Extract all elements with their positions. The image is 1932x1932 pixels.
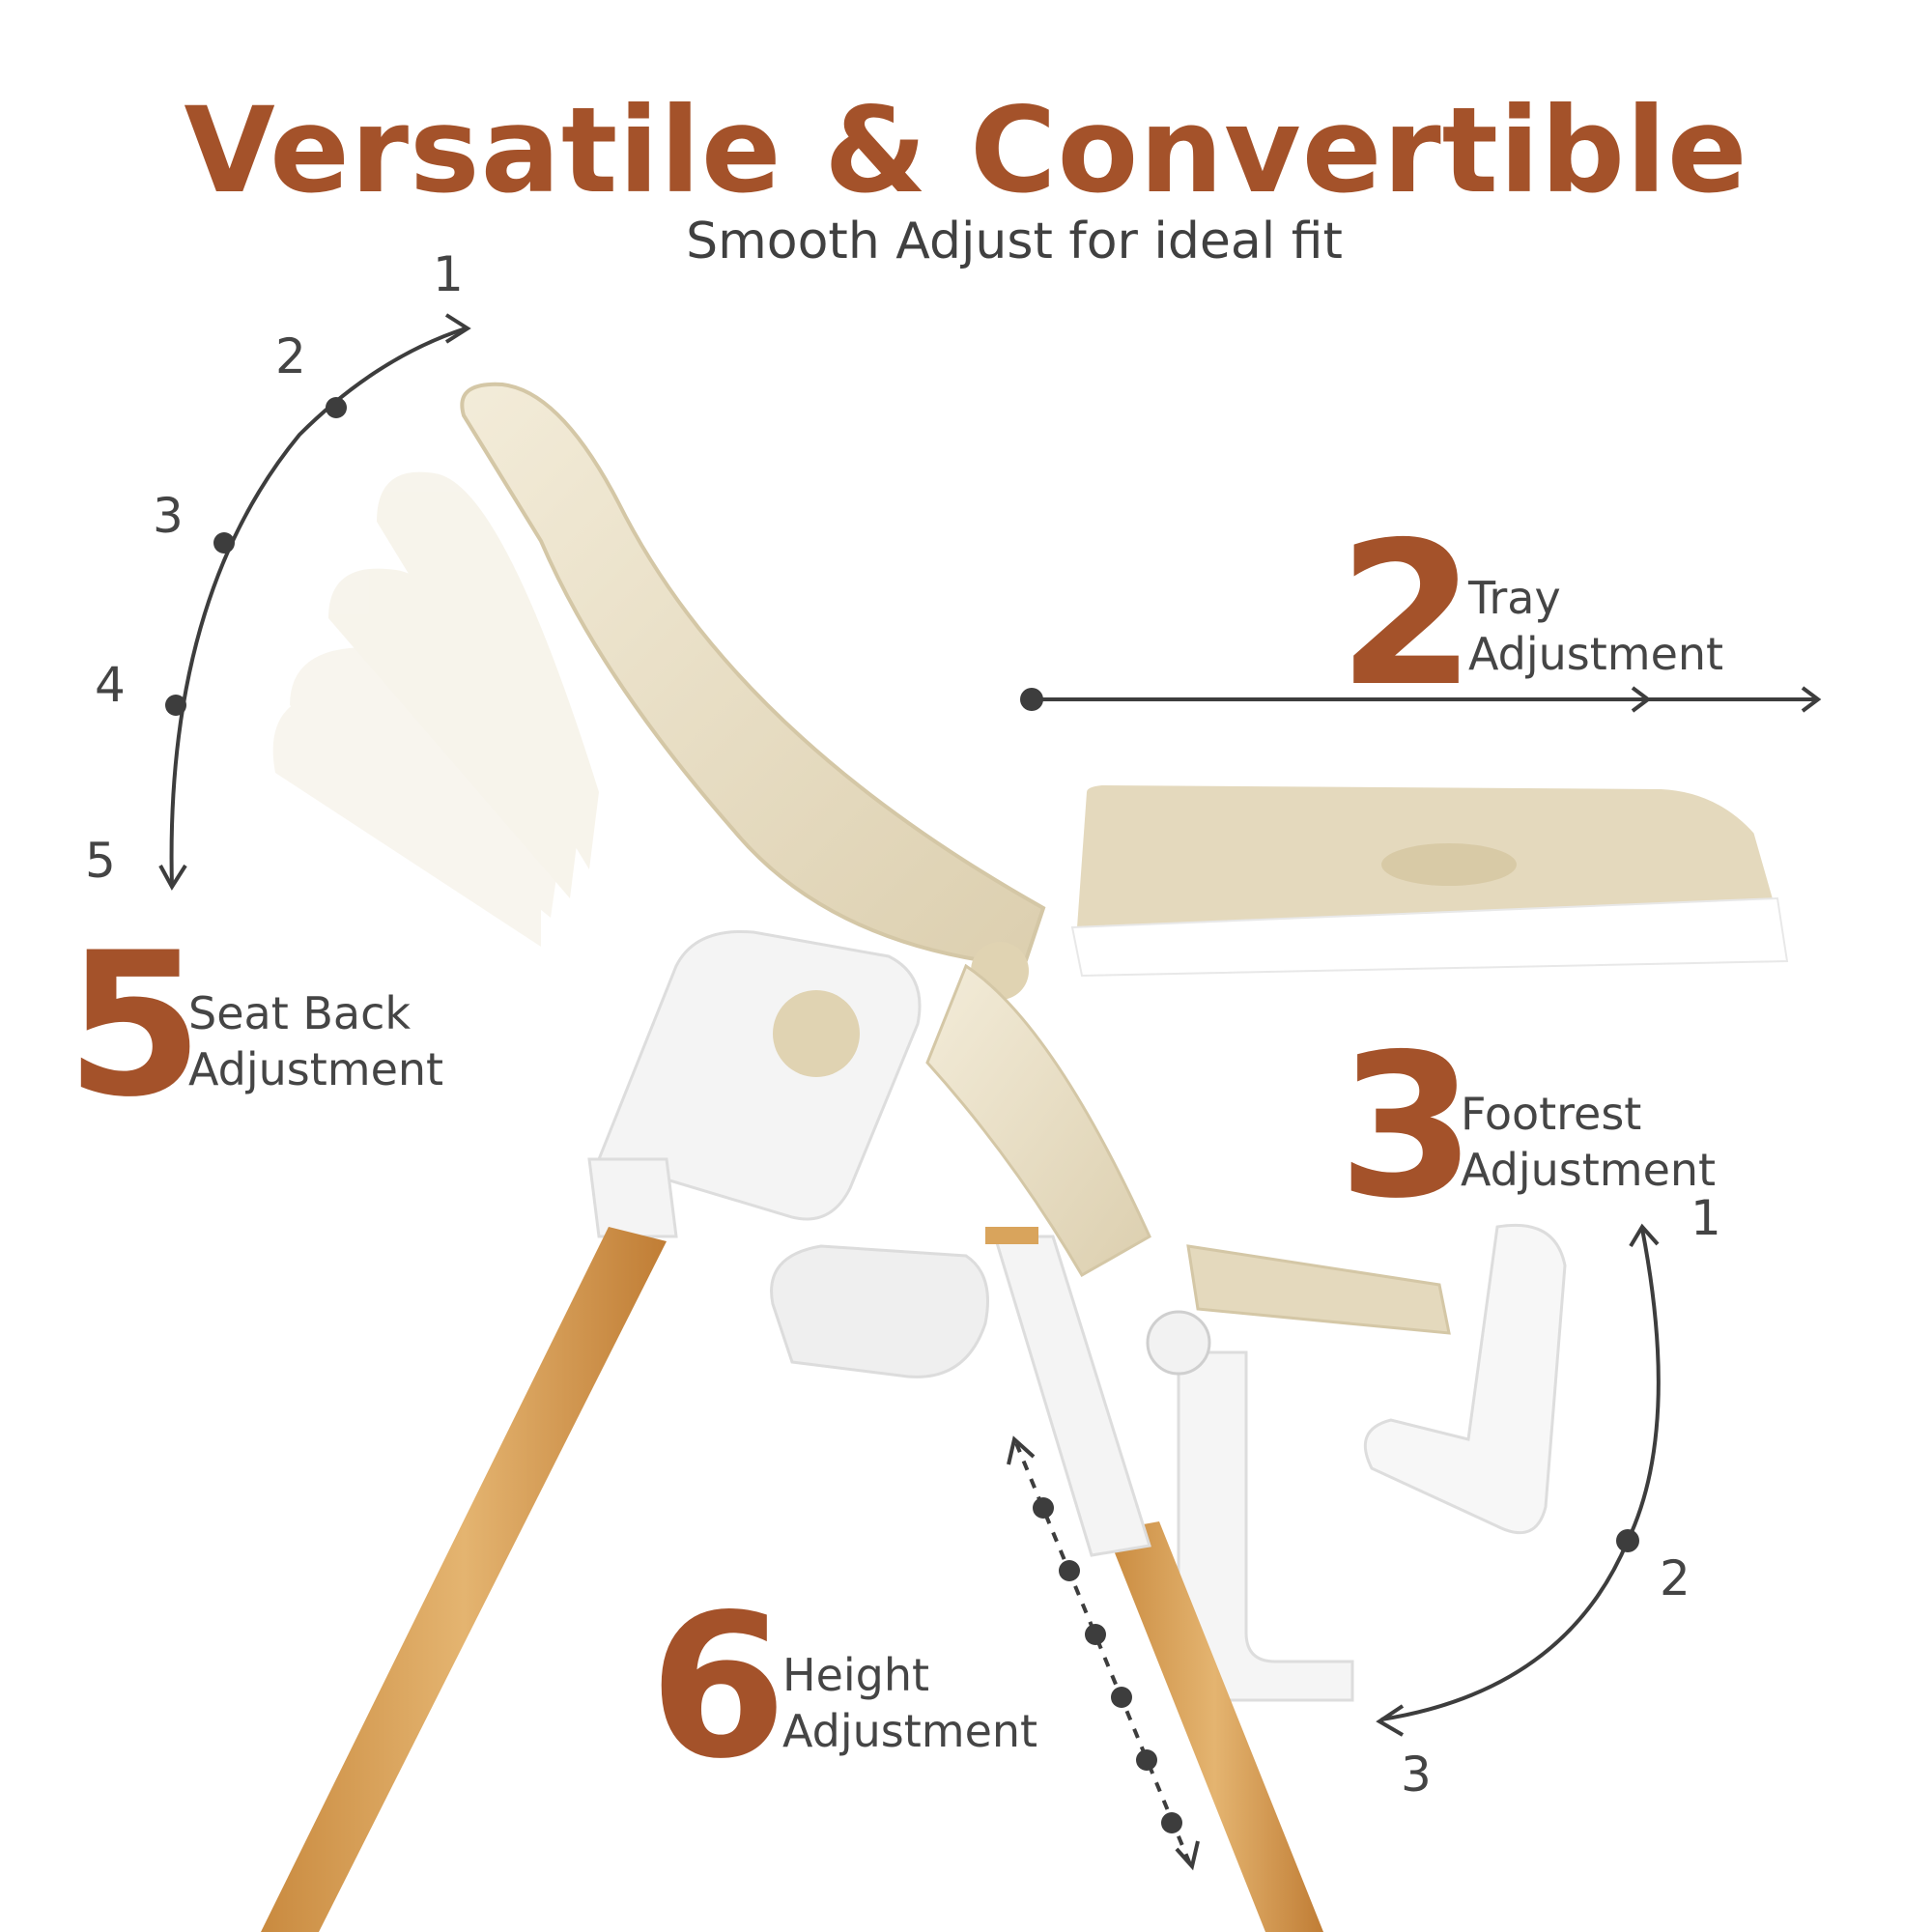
leg-rear xyxy=(1106,1521,1323,1932)
page-title: Versatile & Convertible xyxy=(184,82,1748,219)
footrest-scale-2: 2 xyxy=(1660,1550,1690,1606)
feature-tray-label-line2: Adjustment xyxy=(1468,628,1724,680)
feature-seat-back-number: 5 xyxy=(66,911,204,1141)
seat-back xyxy=(460,382,1046,969)
feature-tray-label: Tray Adjustment xyxy=(1468,570,1723,682)
feature-height-label-line2: Adjustment xyxy=(782,1705,1038,1757)
ghost-seat-backs xyxy=(272,471,599,947)
feature-footrest-number: 3 xyxy=(1338,1012,1476,1242)
seat-back-scale-2: 2 xyxy=(275,328,306,384)
feature-seat-back-label-line1: Seat Back xyxy=(188,987,412,1039)
feature-height-label: Height Adjustment xyxy=(782,1647,1037,1759)
feature-height-label-line1: Height xyxy=(782,1649,930,1701)
footrest-scale-1: 1 xyxy=(1690,1190,1721,1246)
feature-footrest-label-line1: Footrest xyxy=(1461,1088,1642,1140)
feature-tray-number: 2 xyxy=(1338,500,1476,730)
feature-seat-back-label: Seat Back Adjustment xyxy=(188,985,443,1097)
leg-front xyxy=(261,1227,667,1932)
feature-footrest-label-line2: Adjustment xyxy=(1461,1144,1717,1196)
seat-back-scale-3: 3 xyxy=(153,488,184,544)
seat-back-scale-4: 4 xyxy=(95,657,126,713)
tray-slide-arrow xyxy=(1032,686,1822,713)
footrest xyxy=(1186,1244,1451,1335)
feature-footrest-label: Footrest Adjustment xyxy=(1461,1086,1716,1198)
feature-tray-label-line1: Tray xyxy=(1468,572,1561,624)
seat-back-recline-arc xyxy=(158,313,471,891)
seat-back-scale-5: 5 xyxy=(85,833,116,889)
page-subtitle: Smooth Adjust for ideal fit xyxy=(686,213,1343,270)
seat-back-scale-1: 1 xyxy=(433,246,464,302)
height-adjust-track xyxy=(1007,1435,1200,1871)
feature-height-number: 6 xyxy=(649,1573,787,1803)
feature-seat-back-label-line2: Adjustment xyxy=(188,1043,444,1095)
footrest-scale-3: 3 xyxy=(1401,1747,1432,1803)
